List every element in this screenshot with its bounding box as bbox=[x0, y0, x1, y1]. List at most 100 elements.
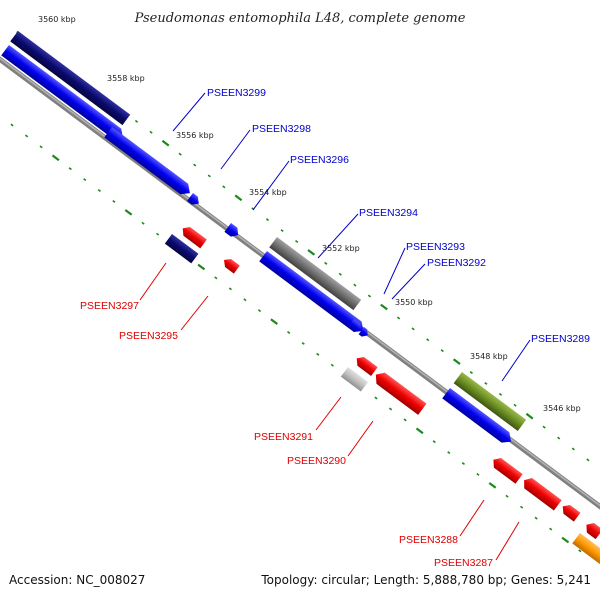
scale-tick bbox=[324, 261, 328, 265]
label-PSEEN3294[interactable]: PSEEN3294 bbox=[359, 207, 418, 219]
label-PSEEN3298[interactable]: PSEEN3298 bbox=[252, 123, 311, 135]
scale-tick bbox=[330, 363, 334, 367]
label-PSEEN3297[interactable]: PSEEN3297 bbox=[80, 300, 139, 312]
scale-tick bbox=[141, 221, 145, 225]
scale-tick bbox=[161, 139, 170, 147]
label-PSEEN3299[interactable]: PSEEN3299 bbox=[207, 87, 266, 99]
accession-text: Accession: NC_008027 bbox=[9, 573, 146, 587]
leader-PSEEN3291 bbox=[315, 396, 342, 431]
gene-PSEEN3291[interactable] bbox=[353, 354, 378, 376]
scale-tick bbox=[561, 536, 570, 544]
scale-tick bbox=[301, 341, 305, 345]
scale-tick bbox=[374, 396, 378, 400]
scale-tick bbox=[316, 352, 320, 356]
gene-cog-gray[interactable] bbox=[269, 236, 362, 311]
scale-tick bbox=[513, 403, 517, 407]
scale-tick bbox=[452, 358, 461, 365]
scale-tick bbox=[578, 549, 582, 553]
scale-tick bbox=[307, 249, 316, 256]
scale-label: 3554 kbp bbox=[249, 188, 287, 197]
scale-tick bbox=[476, 472, 480, 476]
gene-PSEEN3289[interactable] bbox=[442, 388, 515, 447]
scale-tick bbox=[396, 316, 401, 320]
gene-cog-navy-2[interactable] bbox=[164, 234, 199, 264]
scale-tick bbox=[197, 263, 206, 271]
scale-tick bbox=[156, 232, 160, 236]
map-title: Pseudomonas entomophila L48, complete ge… bbox=[134, 11, 466, 26]
gene-red-small-b[interactable] bbox=[583, 520, 600, 540]
gene-labels: PSEEN3299 PSEEN3298 PSEEN3296 PSEEN3294 … bbox=[80, 87, 590, 569]
scale-label: 3546 kbp bbox=[543, 404, 581, 413]
scale-tick bbox=[257, 309, 262, 313]
scale-tick bbox=[469, 371, 473, 375]
scale-tick bbox=[51, 154, 60, 162]
scale-tick bbox=[270, 318, 278, 325]
label-PSEEN3290[interactable]: PSEEN3290 bbox=[287, 455, 346, 467]
gene-cog-lightgray[interactable] bbox=[340, 367, 369, 392]
scale-tick bbox=[97, 189, 101, 193]
scale-tick bbox=[586, 458, 590, 462]
scale-tick bbox=[214, 276, 218, 280]
scale-tick bbox=[557, 436, 561, 440]
gene-PSEEN3290[interactable] bbox=[372, 369, 427, 415]
scale-tick bbox=[124, 209, 133, 216]
gene-PSEEN3293[interactable] bbox=[348, 319, 364, 335]
leader-PSEEN3290 bbox=[347, 420, 374, 457]
scale-tick bbox=[353, 283, 357, 287]
gene-cog-orange[interactable] bbox=[572, 533, 600, 568]
gene-PSEEN3287[interactable] bbox=[520, 475, 562, 511]
leader-PSEEN3297 bbox=[139, 262, 167, 301]
leader-PSEEN3298 bbox=[220, 129, 251, 170]
leader-PSEEN3288 bbox=[459, 499, 485, 537]
scale-tick bbox=[287, 330, 291, 334]
gene-red-small-a[interactable] bbox=[559, 502, 581, 522]
scale-tick bbox=[447, 451, 451, 455]
leader-PSEEN3299 bbox=[172, 92, 206, 132]
scale-tick bbox=[534, 516, 538, 520]
scale-tick bbox=[415, 427, 424, 435]
gene-features bbox=[1, 31, 600, 568]
label-PSEEN3296[interactable]: PSEEN3296 bbox=[290, 154, 349, 166]
scale-tick bbox=[505, 494, 509, 498]
gene-PSEEN3288[interactable] bbox=[490, 455, 523, 484]
scale-tick bbox=[403, 418, 407, 422]
label-PSEEN3295[interactable]: PSEEN3295 bbox=[119, 330, 178, 342]
scale-tick bbox=[68, 167, 72, 171]
scale-tick bbox=[338, 272, 342, 276]
scale-tick bbox=[388, 407, 393, 411]
label-PSEEN3287[interactable]: PSEEN3287 bbox=[434, 557, 493, 569]
gene-PSEEN3294[interactable] bbox=[259, 251, 367, 336]
scale-tick bbox=[178, 152, 182, 156]
gene-PSEEN3294-pre[interactable] bbox=[224, 223, 241, 240]
scale-tick bbox=[411, 327, 415, 331]
label-PSEEN3288[interactable]: PSEEN3288 bbox=[399, 534, 458, 546]
label-PSEEN3289[interactable]: PSEEN3289 bbox=[531, 333, 590, 345]
gene-PSEEN3297[interactable] bbox=[179, 224, 207, 249]
scale-tick bbox=[488, 482, 497, 489]
scale-tick bbox=[525, 412, 534, 420]
label-PSEEN3293[interactable]: PSEEN3293 bbox=[406, 241, 465, 253]
scale-label: 3560 kbp bbox=[38, 15, 76, 24]
gene-PSEEN3299[interactable] bbox=[1, 45, 127, 143]
scale-tick bbox=[461, 462, 465, 466]
scale-tick bbox=[380, 303, 388, 311]
scale-tick bbox=[440, 349, 444, 353]
label-PSEEN3291[interactable]: PSEEN3291 bbox=[254, 431, 313, 443]
gene-PSEEN3295[interactable] bbox=[221, 256, 240, 274]
scale-tick bbox=[295, 239, 299, 243]
scale-tick bbox=[234, 194, 243, 202]
scale-tick bbox=[265, 218, 270, 222]
scale-tick bbox=[367, 294, 372, 298]
scale-tick bbox=[280, 229, 284, 233]
leader-PSEEN3287 bbox=[495, 521, 520, 561]
scale-label: 3558 kbp bbox=[107, 74, 145, 83]
leader-PSEEN3292 bbox=[391, 263, 426, 300]
gene-cog-olive[interactable] bbox=[453, 372, 527, 432]
gene-cog-navy-1[interactable] bbox=[10, 31, 131, 126]
scale-tick bbox=[83, 178, 87, 182]
gene-PSEEN3296[interactable] bbox=[187, 193, 202, 208]
gene-PSEEN3292[interactable] bbox=[358, 327, 371, 339]
leader-PSEEN3289 bbox=[501, 339, 531, 382]
gene-PSEEN3298[interactable] bbox=[104, 127, 194, 198]
label-PSEEN3292[interactable]: PSEEN3292 bbox=[427, 257, 486, 269]
